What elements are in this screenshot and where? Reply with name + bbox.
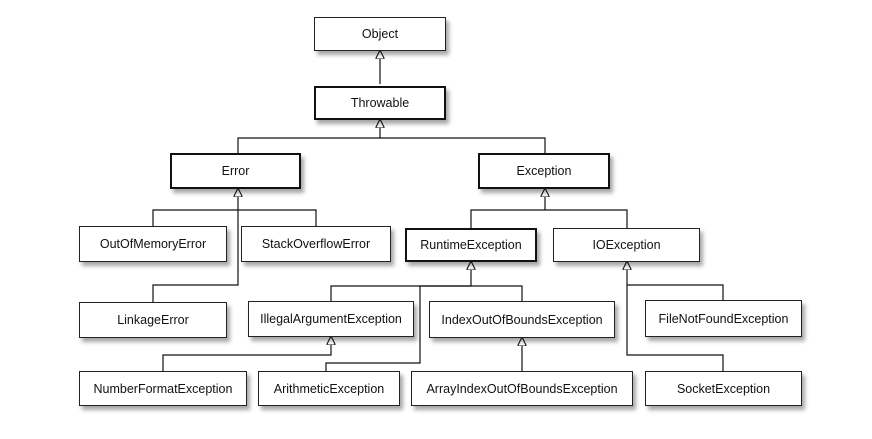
class-linkage-error: LinkageError (79, 302, 227, 338)
class-label: NumberFormatException (93, 381, 233, 396)
class-socket-exception: SocketException (645, 371, 802, 406)
class-throwable: Throwable (314, 86, 446, 120)
class-object: Object (314, 17, 446, 51)
edge-runtime-exception (470, 209, 545, 228)
class-out-of-memory-error: OutOfMemoryError (79, 226, 227, 262)
class-io-exception: IOException (553, 228, 700, 262)
class-index-out-of-bounds-exception: IndexOutOfBoundsException (429, 301, 615, 338)
edge-stackoverflow-error (238, 209, 317, 226)
class-label: Error (221, 164, 250, 178)
class-label: ArrayIndexOutOfBoundsException (426, 381, 618, 396)
class-error: Error (170, 153, 301, 189)
edge-error-throwable (237, 137, 380, 153)
class-label: StackOverflowError (261, 237, 371, 251)
class-runtime-exception: RuntimeException (405, 228, 537, 262)
edge-outofmemory-error (152, 209, 238, 226)
class-label: OutOfMemoryError (99, 237, 207, 251)
class-label: Throwable (350, 96, 410, 110)
class-arithmetic-exception: ArithmeticException (258, 371, 400, 406)
class-label: ArithmeticException (273, 381, 385, 396)
edge-linkage-error (152, 189, 238, 302)
class-exception: Exception (478, 153, 610, 189)
edge-illegalargument-runtime (330, 285, 471, 301)
class-label: Exception (516, 164, 572, 178)
class-label: LinkageError (117, 313, 189, 327)
class-label: IllegalArgumentException (260, 312, 402, 326)
class-illegal-argument-exception: IllegalArgumentException (248, 301, 414, 337)
class-label: SocketException (676, 381, 771, 396)
class-file-not-found-exception: FileNotFoundException (645, 300, 802, 337)
edge-filenotfound-io (627, 284, 724, 300)
edge-numberformat-illegalargument (162, 337, 331, 371)
edge-indexoutofbounds-runtime (471, 285, 523, 301)
class-label: IOException (592, 238, 661, 252)
class-label: FileNotFoundException (658, 311, 789, 326)
class-label: RuntimeException (420, 238, 522, 252)
class-number-format-exception: NumberFormatException (79, 371, 247, 406)
class-array-index-out-of-bounds-exception: ArrayIndexOutOfBoundsException (411, 371, 633, 406)
edge-exception-throwable (380, 120, 546, 153)
edge-arithmetic-runtime (325, 262, 471, 371)
edge-io-exception (545, 189, 628, 228)
class-stack-overflow-error: StackOverflowError (241, 226, 391, 262)
class-label: Object (361, 27, 399, 41)
class-label: IndexOutOfBoundsException (441, 312, 603, 327)
edge-socket-io (627, 262, 724, 371)
